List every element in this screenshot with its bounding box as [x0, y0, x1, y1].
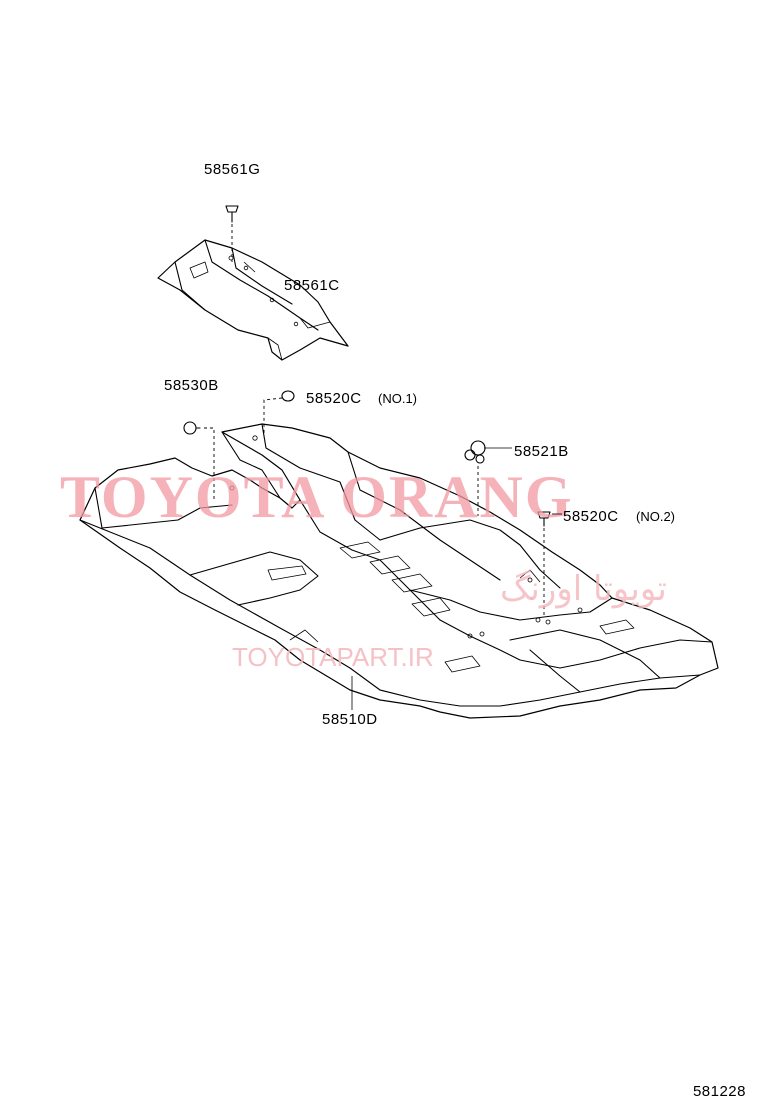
screw-58561g-drawing	[225, 205, 239, 262]
label-58520c-no1: 58520C	[306, 390, 362, 407]
label-58510d: 58510D	[322, 711, 378, 728]
label-58520c-no2: 58520C	[563, 508, 619, 525]
floor-carpet-drawing	[79, 423, 719, 719]
clip-58520c-no2-drawing	[537, 511, 551, 616]
watermark-persian: تویوتا اورنگ	[500, 569, 667, 609]
label-58530b: 58530B	[164, 377, 219, 394]
clip-58520c-no1-drawing	[263, 390, 295, 436]
clip-58530b-drawing	[183, 421, 215, 500]
label-58561c: 58561C	[284, 277, 340, 294]
label-58520c-no2-note: (NO.2)	[636, 509, 675, 524]
rear-floor-cover-drawing	[157, 239, 349, 361]
watermark-main: TOYOTA ORANG	[60, 464, 574, 530]
label-58561g: 58561G	[204, 161, 260, 178]
watermark-site: TOYOTAPART.IR	[232, 642, 434, 672]
label-58520c-no1-note: (NO.1)	[378, 391, 417, 406]
diagram-reference-number: 581228	[692, 1083, 746, 1100]
label-58521b: 58521B	[514, 443, 569, 460]
